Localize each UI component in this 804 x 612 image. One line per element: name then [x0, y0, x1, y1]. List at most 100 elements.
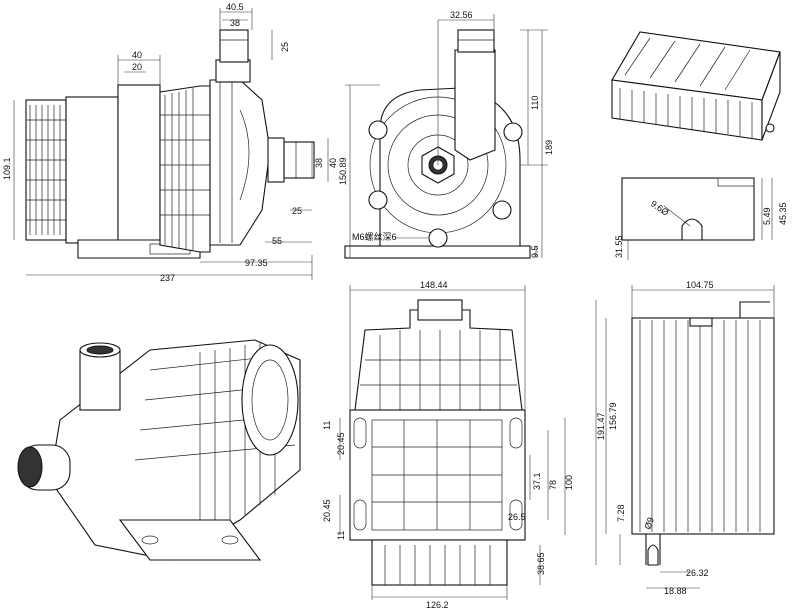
front-view-dim-lines [345, 14, 548, 258]
bolt-boss-tl [368, 120, 388, 140]
dim-189: 189 [544, 140, 554, 155]
controller-top-gland [647, 544, 659, 566]
slot-br [509, 499, 523, 531]
thread-note: M6螺丝深6 [352, 231, 397, 242]
pump-3d-outlet-hole [86, 345, 114, 355]
controller-fin-pattern [619, 37, 753, 138]
front-outlet-tip [457, 29, 495, 53]
dim-20-45-bottom: 20.45 [322, 499, 332, 522]
pump-3d-endcap-inner [251, 359, 289, 441]
dim-32-56: 32.56 [450, 10, 473, 20]
slot-tl [353, 417, 367, 449]
bottom-outlet [417, 299, 463, 321]
pump-3d-base [118, 519, 262, 561]
dim-5-49: 5.49 [762, 207, 772, 225]
bolt-boss-tr [503, 122, 523, 142]
dim-38-65: 38.65 [536, 552, 546, 575]
mount-block [117, 84, 161, 256]
housing-ribs [160, 88, 210, 250]
dim-31-55: 31.55 [614, 235, 624, 258]
dim-9-5: 9.5 [530, 245, 540, 258]
dim-9-phi: Ø9 [642, 516, 656, 531]
pump-perspective [17, 339, 301, 561]
dim-100: 100 [564, 475, 574, 490]
slot-bl [353, 499, 367, 531]
controller-side-dim-lines [627, 178, 773, 260]
bottom-view-dim-lines [339, 285, 566, 600]
controller-top-clip [689, 317, 713, 327]
dim-25-top: 25 [280, 42, 290, 52]
dim-237: 237 [160, 273, 175, 283]
bottom-housing-ribs [360, 330, 517, 410]
controller-side-face [761, 51, 781, 141]
controller-perspective [611, 31, 781, 141]
dim-11-top: 11 [322, 421, 332, 430]
pump-3d-endcap [241, 344, 299, 456]
dim-110: 110 [530, 96, 540, 110]
controller-side-view: 9.6Ø 5.49 45.35 31.55 [614, 177, 788, 260]
side-view-dim-lines [13, 8, 329, 280]
outlet-pipe [219, 29, 249, 63]
dim-26-5: 26.5 [508, 512, 526, 522]
motor-end-cap [25, 99, 67, 241]
controller-side-boss [681, 218, 703, 241]
dim-40-5: 40.5 [226, 2, 244, 12]
controller-top-fins [639, 320, 761, 532]
dim-20-left: 20 [132, 62, 142, 72]
bottom-endcap-fins [384, 545, 491, 585]
dim-150-89: 150.89 [338, 157, 348, 185]
dim-18-88: 18.88 [664, 586, 687, 596]
front-view: 32.56 110 189 150.89 9.5 M6螺丝深6 [338, 10, 554, 259]
controller-top-body [631, 317, 775, 535]
bolt-boss-bl [368, 190, 388, 210]
bottom-endcap [371, 539, 508, 586]
front-outlet [454, 49, 496, 161]
dim-148-44: 148.44 [420, 280, 448, 290]
dim-25-bottom: 25 [292, 206, 302, 216]
end-cap-fins [26, 105, 66, 235]
dim-26-32: 26.32 [686, 568, 709, 578]
dim-109-1: 109.1 [2, 157, 12, 180]
pump-3d-outlet [79, 349, 121, 411]
dim-45-35: 45.35 [778, 202, 788, 225]
bottom-view: 148.44 11 20.45 20.45 11 37.1 78 100 26.… [322, 280, 574, 610]
pump-3d-inlet-hole [17, 446, 43, 488]
bolt-boss-br [492, 200, 512, 220]
dim-55: 55 [272, 236, 282, 246]
dim-37-1: 37.1 [532, 472, 542, 490]
inlet-pipe [283, 141, 315, 179]
dim-40-left: 40 [132, 50, 142, 60]
dim-104-75: 104.75 [686, 280, 714, 290]
slot-tr [509, 417, 523, 449]
volute-detail [219, 82, 250, 243]
controller-top-legs [645, 534, 661, 565]
dim-7-28: 7.28 [616, 504, 626, 522]
dim-78: 78 [548, 480, 558, 490]
dim-191-47: 191.47 [596, 412, 606, 440]
pump-housing [159, 85, 211, 253]
controller-top-dim-lines [595, 285, 775, 589]
pump-3d-base-hole1 [141, 535, 159, 545]
bolt-boss-b [428, 228, 448, 248]
controller-side-lip [717, 177, 755, 187]
dim-38-top: 38 [230, 18, 240, 28]
controller-top-bracket [739, 301, 770, 318]
motor-body [65, 96, 119, 244]
side-view: 40.5 38 25 40 20 109.1 38 40 25 55 97.35… [2, 2, 338, 283]
dim-20-45-top: 20.45 [336, 432, 346, 455]
dim-126-2: 126.2 [426, 600, 449, 610]
controller-cable-gland [765, 123, 775, 133]
dim-156-79: 156.79 [608, 402, 618, 430]
controller-top-view: 104.75 156.79 191.47 7.28 Ø9 26.32 18.88 [595, 280, 775, 596]
dim-97-35: 97.35 [245, 258, 268, 268]
outlet-collar [215, 59, 251, 83]
front-base [344, 245, 531, 259]
pump-3d-base-hole2 [221, 535, 239, 545]
volute [209, 79, 271, 246]
dim-38-right: 38 [314, 158, 324, 168]
dim-40-right: 40 [328, 158, 338, 168]
inlet-collar [267, 137, 285, 183]
bottom-base-grid [371, 419, 503, 531]
dim-11-bottom: 11 [336, 531, 346, 540]
